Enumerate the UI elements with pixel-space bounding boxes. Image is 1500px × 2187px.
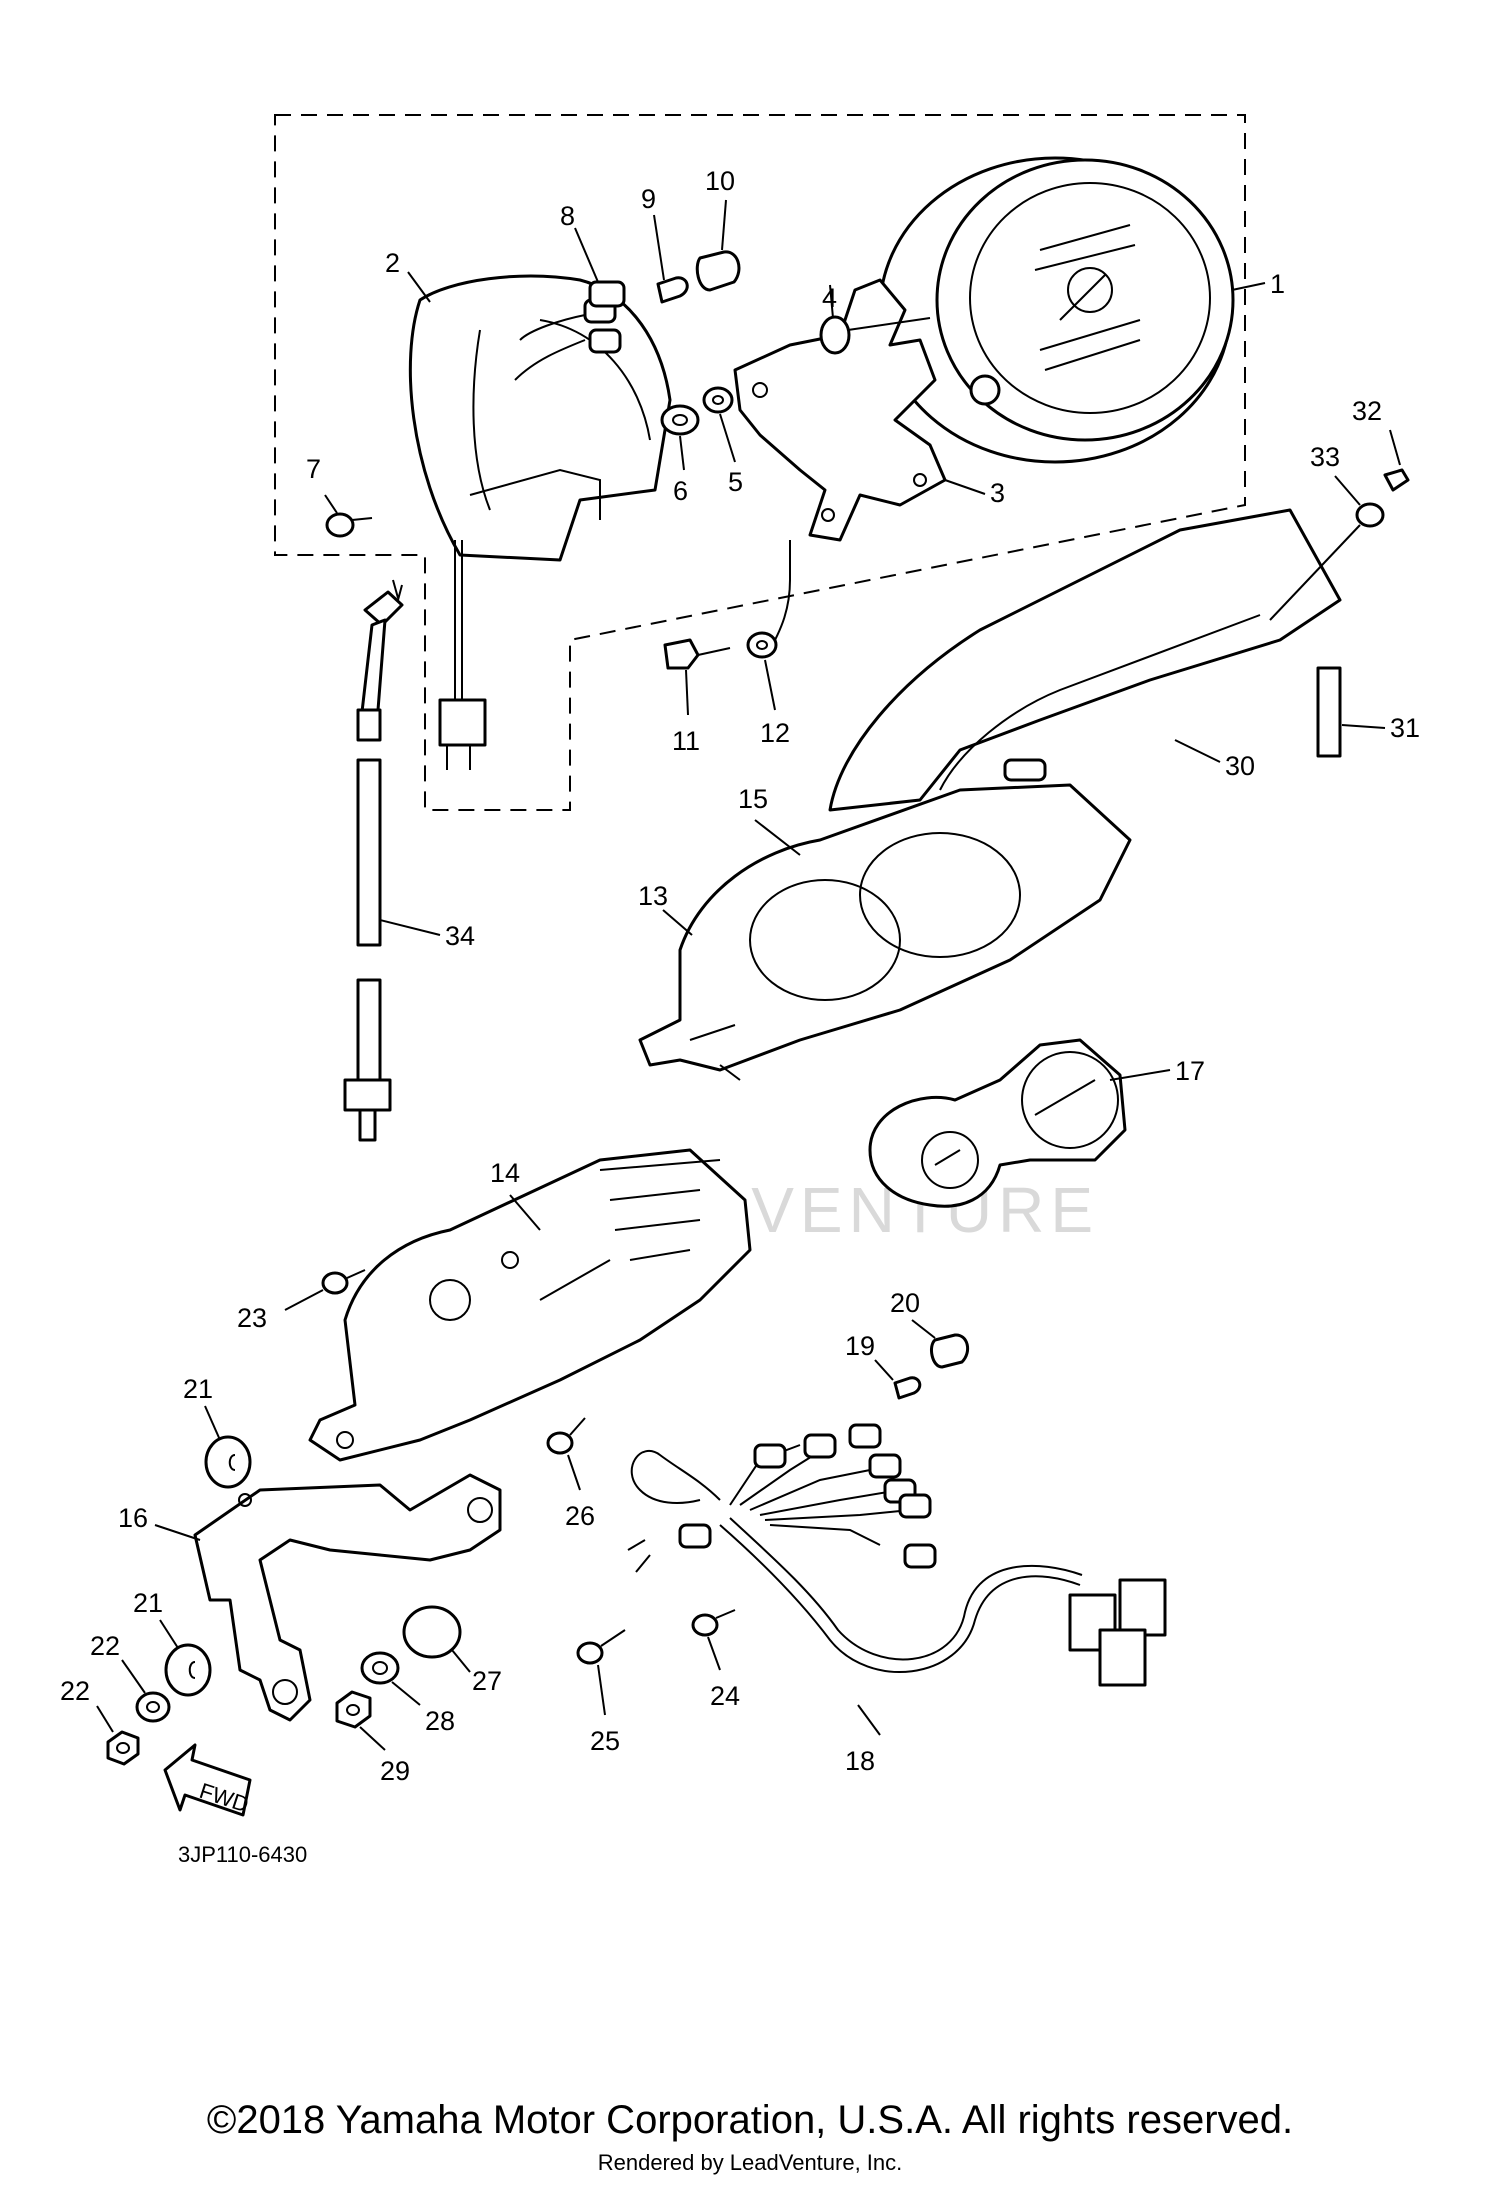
callout-29: 28 xyxy=(425,1706,455,1736)
callout-31: 30 xyxy=(1225,751,1255,781)
callout-13: 13 xyxy=(638,881,668,911)
callout-1: 1 xyxy=(1270,269,1285,299)
part-4-grommet xyxy=(819,315,931,355)
callout-19: 19 xyxy=(845,1331,875,1361)
forward-direction-arrow: FWD xyxy=(163,1743,252,1817)
callout-24: 23 xyxy=(237,1303,267,1333)
callout-23: 22 xyxy=(60,1676,90,1706)
part-16-lower-bracket xyxy=(193,1473,502,1722)
part-27-screw xyxy=(546,1417,586,1455)
part-23-nut xyxy=(106,1730,140,1766)
callout-30: 29 xyxy=(380,1756,410,1786)
part-30-nut xyxy=(335,1690,372,1729)
callout-34: 33 xyxy=(1310,442,1340,472)
part-8-socket xyxy=(588,280,626,308)
callout-17: 17 xyxy=(1175,1056,1205,1086)
part-35-speedometer-cable xyxy=(343,579,404,1142)
part-12-washer xyxy=(746,631,778,659)
callout-32: 31 xyxy=(1390,713,1420,743)
rendered-by-notice: Rendered by LeadVenture, Inc. xyxy=(597,2150,903,2175)
callout-12: 12 xyxy=(760,718,790,748)
callout-18: 18 xyxy=(845,1746,875,1776)
part-32-damper xyxy=(1316,666,1342,758)
callout-15: 15 xyxy=(738,784,768,814)
callout-21: 21 xyxy=(183,1374,213,1404)
callout-22: 22 xyxy=(90,1631,120,1661)
callout-2: 2 xyxy=(385,248,400,278)
callout-28: 27 xyxy=(472,1666,502,1696)
part-14-lower-case xyxy=(308,1148,752,1462)
callout-26: 25 xyxy=(590,1726,620,1756)
part-29-washer xyxy=(360,1651,400,1685)
callout-3: 3 xyxy=(990,478,1005,508)
part-22-washer xyxy=(135,1691,171,1723)
callout-4: 4 xyxy=(822,283,837,313)
part-9-bulb xyxy=(656,276,689,304)
part-1-speedometer xyxy=(878,156,1235,464)
part-17-meter-face xyxy=(868,1038,1127,1208)
callout-7: 7 xyxy=(306,454,321,484)
part-21-damper-upper xyxy=(204,1435,252,1489)
part-18-wire-harness xyxy=(627,1423,1167,1687)
callout-5: 5 xyxy=(728,467,743,497)
part-2-meter-case xyxy=(408,274,672,562)
part-31-meter-cover xyxy=(828,508,1342,819)
part-7-screw xyxy=(325,512,373,538)
part-6-grommet xyxy=(660,404,700,436)
callout-14: 14 xyxy=(490,1158,520,1188)
callout-10: 10 xyxy=(705,166,735,196)
part-3-bracket xyxy=(733,278,947,542)
speedometer-assembly-boundary xyxy=(274,114,1246,811)
part-20-cap xyxy=(930,1333,970,1369)
part-26-screw xyxy=(576,1629,626,1665)
callout-20: 20 xyxy=(890,1288,920,1318)
part-33-screw xyxy=(1383,468,1410,492)
part-13-meter-housing xyxy=(638,783,1132,1081)
part-11-bolt xyxy=(663,638,731,670)
callout-27: 26 xyxy=(565,1501,595,1531)
reference-code: 3JP110-6430 xyxy=(178,1842,307,1867)
part-28-damper xyxy=(402,1605,462,1659)
callout-21-lower: 21 xyxy=(133,1588,163,1618)
part-10-cap xyxy=(695,250,741,292)
callout-11: 11 xyxy=(672,726,700,756)
callout-35: 34 xyxy=(445,921,475,951)
callout-16: 16 xyxy=(118,1503,148,1533)
callout-33: 32 xyxy=(1352,396,1382,426)
callout-9: 9 xyxy=(641,184,656,214)
copyright-notice: ©2018 Yamaha Motor Corporation, U.S.A. A… xyxy=(206,2098,1294,2142)
part-21-damper-lower xyxy=(164,1643,212,1697)
part-24-screw xyxy=(321,1269,366,1295)
part-25-screw xyxy=(691,1609,736,1637)
part-5-washer xyxy=(702,386,734,414)
callout-25: 24 xyxy=(710,1681,740,1711)
part-19-bulb xyxy=(893,1376,922,1400)
callout-8: 8 xyxy=(560,201,575,231)
callout-6: 6 xyxy=(673,476,688,506)
part-34-washer xyxy=(1355,502,1385,528)
